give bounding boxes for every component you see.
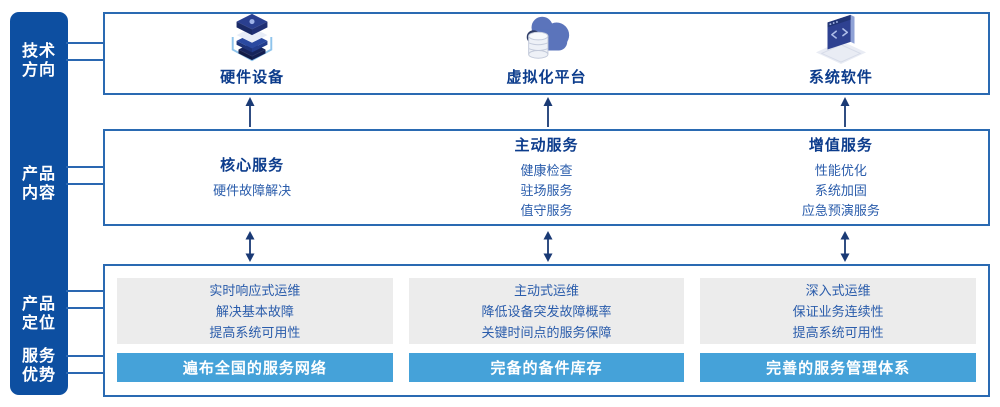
positioning-line: 提高系统可用性 <box>209 324 301 340</box>
sidebar-label-product-positioning: 产品 定位 <box>10 295 68 333</box>
service-title: 增值服务 <box>808 137 873 154</box>
sidebar-label-line: 内容 <box>21 185 56 202</box>
positioning-group-deep: 深入式运维 保证业务连续性 提高系统可用性 完善的服务管理体系 <box>700 278 977 382</box>
product-positioning-box: 实时响应式运维 解决基本故障 提高系统可用性 遍布全国的服务网络 主动式运维 降… <box>103 264 990 397</box>
service-title: 核心服务 <box>220 157 285 174</box>
sidebar-label-line: 产品 <box>21 296 56 313</box>
sidebar-label-product-content: 产品 内容 <box>10 165 68 203</box>
positioning-line: 保证业务连续性 <box>792 303 884 319</box>
service-item: 健康检查 <box>520 163 573 178</box>
service-item: 驻场服务 <box>520 183 573 198</box>
positioning-line: 降低设备突发故障概率 <box>481 303 612 319</box>
service-item: 性能优化 <box>814 163 867 178</box>
server-stack-icon <box>221 10 283 64</box>
service-item: 硬件故障解决 <box>213 183 292 198</box>
service-column-core: 核心服务 硬件故障解决 <box>105 131 399 224</box>
arrow-up-down-icon <box>838 231 852 267</box>
positioning-panel: 主动式运维 降低设备突发故障概率 关键时间点的服务保障 <box>408 278 685 345</box>
connector-line <box>66 355 105 357</box>
tech-item-label: 硬件设备 <box>220 69 285 86</box>
positioning-line: 解决基本故障 <box>215 303 294 319</box>
positioning-group-realtime: 实时响应式运维 解决基本故障 提高系统可用性 遍布全国的服务网络 <box>117 278 393 382</box>
connector-line <box>66 42 105 44</box>
tech-item-label: 虚拟化平台 <box>506 69 587 86</box>
service-title: 主动服务 <box>514 137 579 154</box>
service-item: 系统加固 <box>814 183 867 198</box>
tech-direction-box: 硬件设备 虚拟化平台 <box>103 12 990 95</box>
category-sidebar: 技术 方向 产品 内容 产品 定位 服务 优势 <box>10 12 68 395</box>
tech-item-virtualization: 虚拟化平台 <box>399 14 693 93</box>
arrow-up-down-icon <box>541 231 555 267</box>
sidebar-label-line: 技术 <box>21 43 56 60</box>
service-item: 值守服务 <box>520 203 573 218</box>
connector-line <box>66 59 105 61</box>
sidebar-label-line: 定位 <box>21 315 56 332</box>
service-column-value-added: 增值服务 性能优化 系统加固 应急预演服务 <box>694 131 988 224</box>
sidebar-label-line: 服务 <box>21 348 56 365</box>
tech-item-hardware: 硬件设备 <box>105 13 399 93</box>
service-item: 应急预演服务 <box>801 203 880 218</box>
code-window-icon <box>810 10 872 64</box>
sidebar-label-line: 产品 <box>21 166 56 183</box>
positioning-group-proactive: 主动式运维 降低设备突发故障概率 关键时间点的服务保障 完备的备件库存 <box>408 278 685 382</box>
sidebar-label-tech-direction: 技术 方向 <box>10 42 68 80</box>
positioning-line: 深入式运维 <box>805 282 871 298</box>
positioning-panel: 实时响应式运维 解决基本故障 提高系统可用性 <box>117 278 393 345</box>
product-content-box: 核心服务 硬件故障解决 主动服务 健康检查 驻场服务 值守服务 增值服务 性能优… <box>103 129 990 226</box>
positioning-line: 关键时间点的服务保障 <box>481 324 612 340</box>
connector-line <box>66 307 105 309</box>
advantage-bar: 遍布全国的服务网络 <box>117 353 393 382</box>
arrow-up-icon <box>541 97 555 132</box>
positioning-line: 主动式运维 <box>514 282 580 298</box>
arrow-up-icon <box>838 97 852 132</box>
connector-line <box>66 290 105 292</box>
arrow-up-down-icon <box>243 231 257 267</box>
cloud-database-icon <box>515 10 577 64</box>
positioning-line: 提高系统可用性 <box>792 324 884 340</box>
sidebar-label-line: 方向 <box>21 62 56 79</box>
connector-line <box>66 166 105 168</box>
tech-item-system-software: 系统软件 <box>694 14 988 93</box>
sidebar-label-line: 优势 <box>21 367 56 384</box>
arrow-up-icon <box>243 97 257 132</box>
advantage-bar: 完备的备件库存 <box>408 353 685 382</box>
positioning-panel: 深入式运维 保证业务连续性 提高系统可用性 <box>700 278 977 345</box>
tech-item-label: 系统软件 <box>808 69 873 86</box>
positioning-line: 实时响应式运维 <box>209 282 301 298</box>
advantage-bar: 完善的服务管理体系 <box>700 353 977 382</box>
connector-line <box>66 372 105 374</box>
sidebar-label-service-advantage: 服务 优势 <box>10 347 68 385</box>
connector-line <box>66 183 105 185</box>
service-column-proactive: 主动服务 健康检查 驻场服务 值守服务 <box>399 131 693 224</box>
